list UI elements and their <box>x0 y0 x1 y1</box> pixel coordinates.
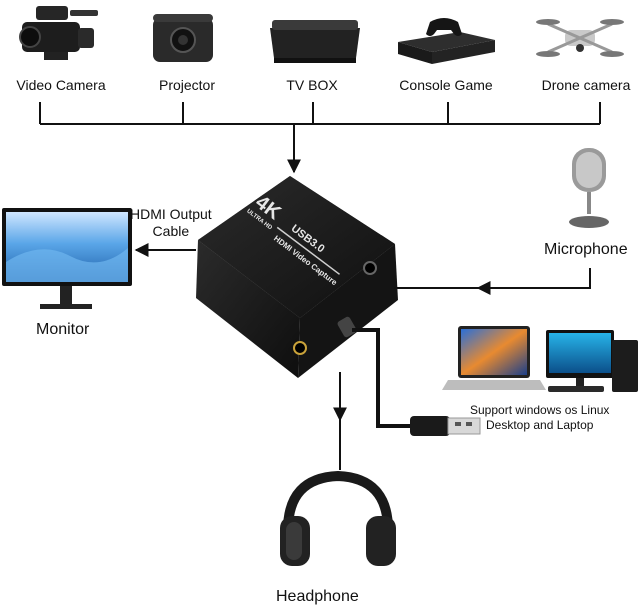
microphone-label: Microphone <box>544 241 628 258</box>
microphone-line <box>394 268 591 289</box>
source-label-drone-camera: Drone camera <box>541 77 631 93</box>
microphone-icon <box>569 148 609 228</box>
laptop-icon <box>442 326 546 390</box>
source-label-video-camera: Video Camera <box>16 77 106 93</box>
video-camera-icon <box>19 6 98 60</box>
tv-box-icon <box>270 20 360 63</box>
monitor-icon <box>2 208 132 309</box>
usb-connector-icon <box>410 416 481 436</box>
source-label-projector: Projector <box>158 77 216 93</box>
desktop-computer-icon <box>546 330 638 392</box>
mic-port <box>363 261 377 275</box>
monitor-label: Monitor <box>36 321 90 338</box>
source-label-console-game: Console Game <box>399 77 493 93</box>
headphone-port <box>293 341 307 355</box>
usb-cable-plug <box>337 316 357 338</box>
headphone-icon <box>280 470 396 566</box>
capture-device: 4K ULTRA HD USB3.0 HDMI Video Capture <box>196 176 398 378</box>
source-label-tv-box: TV BOX <box>286 77 338 93</box>
hdmi-output-cable-label: HDMI Output Cable <box>130 206 212 239</box>
drone-camera-icon <box>536 19 624 57</box>
computer-support-label: Support windows os Linux Desktop and Lap… <box>470 403 610 432</box>
usb-cable-line <box>352 328 410 428</box>
console-game-icon <box>398 18 495 64</box>
projector-icon <box>153 14 213 62</box>
headphone-label: Headphone <box>276 588 359 605</box>
source-bus <box>39 102 601 174</box>
